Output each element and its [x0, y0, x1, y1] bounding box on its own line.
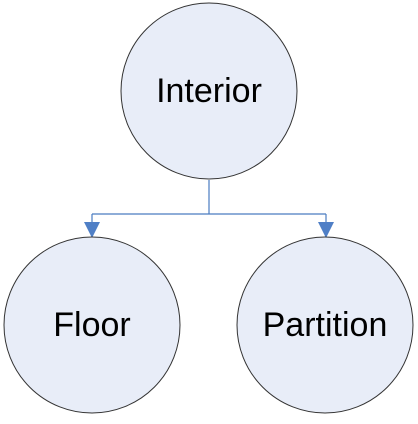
arrowhead-left: [84, 222, 100, 238]
node-partition: Partition: [236, 236, 414, 414]
node-interior-circle: [120, 2, 298, 180]
arrowhead-right: [318, 222, 334, 238]
node-floor: Floor: [3, 236, 181, 414]
node-partition-label: Partition: [263, 306, 388, 344]
node-floor-label: Floor: [53, 306, 130, 344]
node-partition-circle: [236, 236, 414, 414]
node-interior: Interior: [120, 2, 298, 180]
node-floor-circle: [3, 236, 181, 414]
connectors: [84, 180, 334, 238]
node-interior-label: Interior: [156, 72, 262, 110]
